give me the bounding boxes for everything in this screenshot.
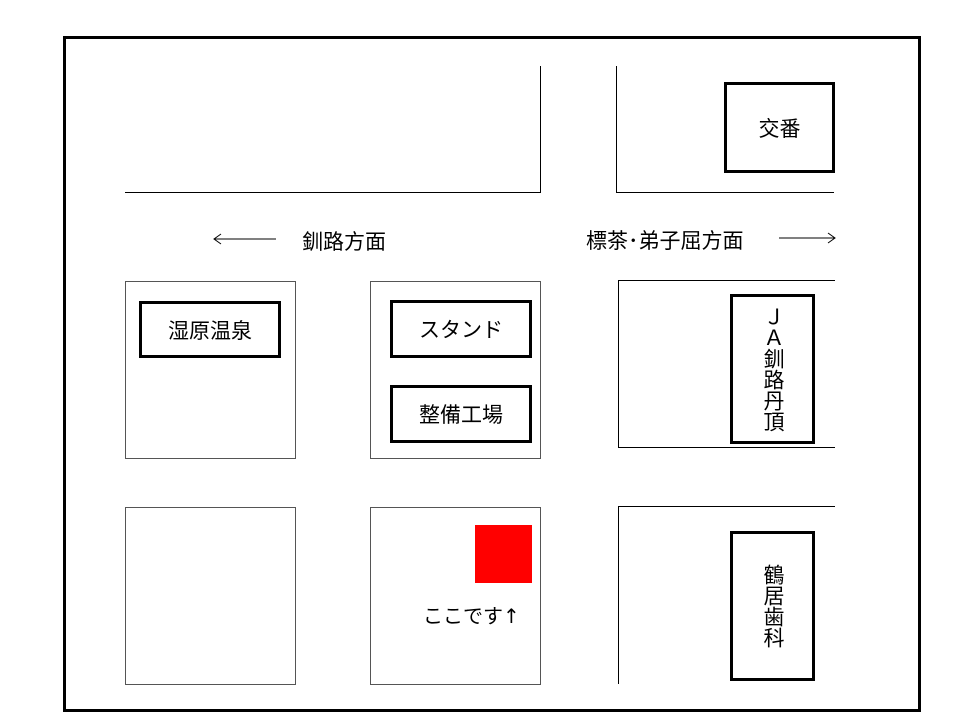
gas-stand-label: スタンド [419, 318, 503, 342]
garage-landmark: 整備工場 [390, 385, 532, 443]
map-frame [63, 36, 921, 712]
dental-landmark: 鶴居歯科 [730, 531, 815, 681]
north-block-right-edge [616, 66, 617, 193]
block-middle-right-left [618, 280, 619, 448]
police-box-label: 交番 [758, 116, 801, 141]
west-arrow-icon [213, 233, 276, 245]
police-box-landmark: 交番 [724, 82, 835, 173]
block-middle-right-top [618, 280, 835, 281]
block-middle-right-bottom [618, 447, 835, 448]
here-label: ここです [423, 604, 503, 628]
west-road-label: 釧路方面 [302, 230, 386, 254]
dental-label: 鶴居歯科 [761, 564, 785, 648]
onsen-landmark: 湿原温泉 [139, 301, 281, 358]
east-arrow-icon [779, 232, 836, 244]
here-indicator: ここです↑ [423, 600, 520, 629]
north-block-left-edge [540, 66, 541, 193]
onsen-label: 湿原温泉 [168, 318, 252, 343]
ja-landmark: ＪＡ釧路丹頂 [730, 294, 815, 444]
block-bottom-right-left [618, 506, 619, 684]
up-arrow-icon: ↑ [503, 604, 520, 628]
east-road-label: 標茶･弟子屈方面 [586, 229, 744, 253]
block-bottom-left [125, 507, 296, 685]
north-road-edge-right [616, 192, 834, 193]
ja-label: ＪＡ釧路丹頂 [761, 306, 785, 432]
block-bottom-right-top [618, 506, 835, 507]
gas-stand-landmark: スタンド [390, 300, 532, 358]
north-road-edge-left [125, 192, 541, 193]
current-location-marker [475, 525, 532, 583]
garage-label: 整備工場 [419, 403, 503, 427]
